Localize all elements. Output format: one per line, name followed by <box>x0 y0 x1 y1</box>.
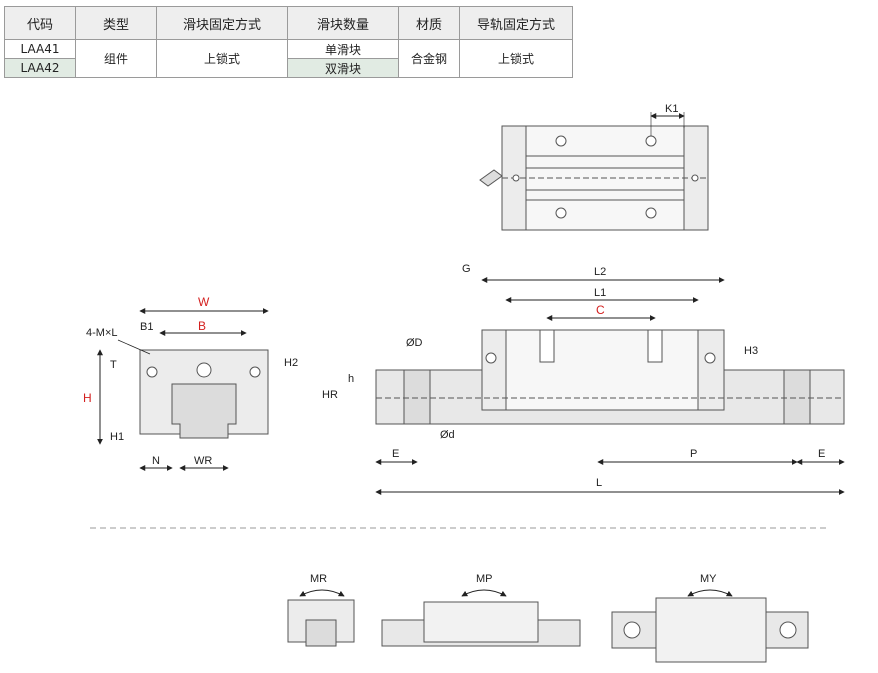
label-c: C <box>596 303 605 317</box>
label-h3: H3 <box>744 345 758 357</box>
label-h: H <box>83 391 92 405</box>
moment-mr <box>287 589 355 647</box>
moment-mp <box>381 589 581 647</box>
label-t: T <box>110 359 117 371</box>
label-l: L <box>596 477 602 489</box>
label-g: G <box>462 263 471 275</box>
spec-table: 代码 类型 滑块固定方式 滑块数量 材质 导轨固定方式 LAA41 组件 上锁式… <box>4 6 573 78</box>
header-material: 材质 <box>398 6 460 40</box>
label-w: W <box>198 295 210 309</box>
label-l1: L1 <box>594 287 606 299</box>
label-mr: MR <box>310 573 327 585</box>
code-cell: LAA41 <box>4 39 76 59</box>
code-cell: LAA42 <box>4 58 76 78</box>
header-slider-count: 滑块数量 <box>287 6 399 40</box>
label-my: MY <box>700 573 717 585</box>
rail-fix-cell: 上锁式 <box>459 39 573 78</box>
top-view <box>479 125 709 231</box>
header-rail-fix: 导轨固定方式 <box>459 6 573 40</box>
label-b1: B1 <box>140 321 153 333</box>
table-header-row: 代码 类型 滑块固定方式 滑块数量 材质 导轨固定方式 <box>4 6 573 40</box>
label-e-left: E <box>392 448 399 460</box>
label-l2: L2 <box>594 266 606 278</box>
slider-fix-cell: 上锁式 <box>156 39 288 78</box>
table-row: LAA41 组件 上锁式 单滑块 合金钢 上锁式 <box>4 39 573 78</box>
label-h2: H2 <box>284 357 298 369</box>
label-n: N <box>152 455 160 467</box>
label-e-right: E <box>818 448 825 460</box>
label-mp: MP <box>476 573 493 585</box>
moment-my <box>611 589 809 663</box>
type-cell: 组件 <box>75 39 157 78</box>
label-hr: HR <box>322 389 338 401</box>
side-view <box>375 329 845 425</box>
front-view <box>139 349 269 439</box>
slider-count-cell: 双滑块 <box>287 58 399 78</box>
label-b: B <box>198 319 206 333</box>
label-h1: H1 <box>110 431 124 443</box>
label-d-small: Ød <box>440 429 455 441</box>
label-p: P <box>690 448 697 460</box>
table-row: LAA42 双滑块 <box>4 58 573 78</box>
label-4ml: 4-M×L <box>86 327 118 339</box>
label-wr: WR <box>194 455 212 467</box>
label-d-big: ØD <box>406 337 423 349</box>
label-k1: K1 <box>665 103 678 115</box>
material-cell: 合金钢 <box>398 39 460 78</box>
label-h-small: h <box>348 373 354 385</box>
header-code: 代码 <box>4 6 76 40</box>
